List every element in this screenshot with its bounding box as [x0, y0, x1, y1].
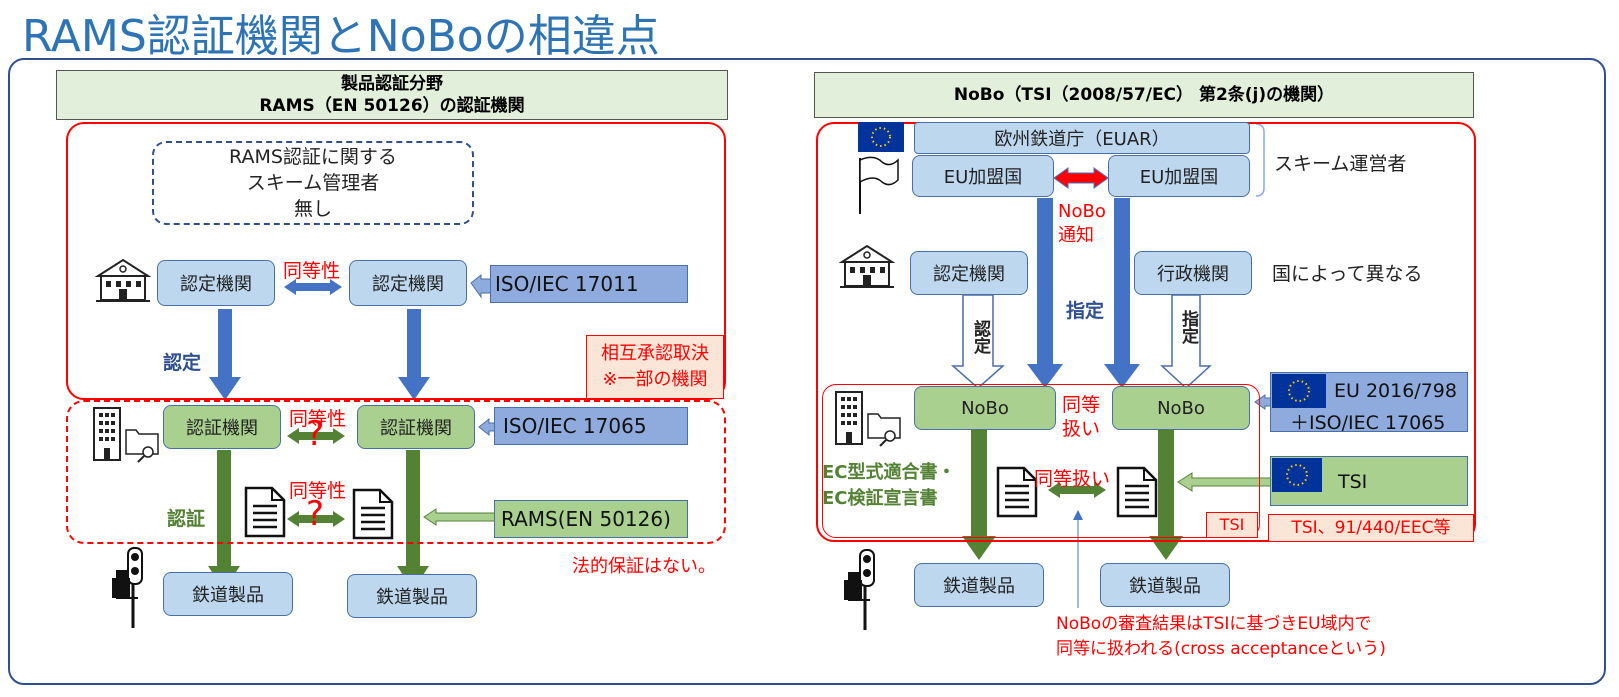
tsi-directive-badge: TSI、91/440/EEC等: [1268, 514, 1474, 542]
eu-flag-icon-2: [1272, 374, 1326, 408]
nobo-notify-arrow-a: [1027, 198, 1063, 388]
question-mark-2: ?: [306, 494, 325, 534]
scheme-line3: 無し: [293, 198, 332, 220]
left-header: 製品認証分野 RAMS（EN 50126）の認証機関: [56, 70, 728, 120]
scheme-line1: RAMS認証に関する: [229, 146, 397, 168]
cross-acceptance-note: NoBoの審査結果はTSIに基づきEU域内で 同等に扱われる(cross acc…: [1056, 612, 1386, 662]
eu-std-line2: ＋ISO/IEC 17065: [1290, 412, 1446, 434]
nobo-notice-line2: 通知: [1058, 225, 1094, 246]
equivalence-label-1: 同等性: [283, 260, 341, 282]
left-equiv-arrow-3: [287, 511, 345, 527]
document-icon-c: [996, 466, 1038, 518]
railway-product-c: 鉄道製品: [914, 563, 1044, 607]
accred-hollow-arrow: [951, 294, 1005, 389]
equivalence-label-3: 同等性: [289, 480, 347, 502]
ec-cert-line1: EC型式適合書・: [822, 462, 956, 483]
railway-product-b: 鉄道製品: [347, 574, 477, 618]
equal-treat-label: 同等扱い: [1034, 468, 1111, 490]
nobo-b: NoBo: [1112, 386, 1250, 430]
designation-label: 指定: [1066, 300, 1105, 322]
euar-box: 欧州鉄道庁（EUAR）: [914, 122, 1250, 154]
left-header-line1: 製品認証分野: [341, 74, 443, 94]
administrative-body: 行政機関: [1134, 251, 1252, 295]
railway-signal-icon-right: [844, 549, 875, 630]
nobo-notify-arrow-b: [1104, 198, 1140, 388]
office-building-icon: [93, 407, 159, 463]
white-flag-icon: [859, 156, 899, 214]
left-equiv-arrow-2: [287, 428, 345, 444]
equal-line1: 同等: [1062, 394, 1101, 416]
varies-by-country-label: 国によって異なる: [1272, 263, 1423, 285]
document-icon-b: [352, 488, 394, 540]
tsi-small-badge: TSI: [1206, 512, 1258, 538]
no-legal-guarantee-note: 法的保証はない。: [572, 556, 716, 577]
certification-body-b: 認証機関: [357, 405, 475, 449]
scheme-manager-box: RAMS認証に関する スキーム管理者 無し: [152, 141, 474, 225]
nobo-notification-label: NoBo 通知: [1058, 200, 1106, 248]
equivalence-label-2: 同等性: [289, 408, 347, 430]
document-icon-a: [244, 486, 286, 538]
accreditation-arrow-label: 認定: [970, 320, 990, 354]
desig-hollow-arrow: [1160, 294, 1212, 390]
accreditation-body-a: 認定機関: [157, 260, 275, 306]
scheme-line2: スキーム管理者: [246, 172, 380, 194]
outer-frame: [8, 58, 1606, 685]
accreditation-body-b: 認定機関: [349, 260, 467, 306]
member-state-b: EU加盟国: [1108, 155, 1250, 197]
rams-standard-box: RAMS(EN 50126): [494, 500, 688, 538]
left-accreditation-arrow-b: [398, 309, 430, 400]
nobo-a: NoBo: [914, 386, 1056, 430]
ec-certificate-label: EC型式適合書・ EC検証宣言書: [822, 460, 956, 512]
mutual-line2: ※一部の機関: [602, 369, 708, 390]
document-icon-d: [1116, 466, 1158, 518]
equal-treatment-label: 同等 扱い: [1062, 393, 1100, 441]
eu-flag-icon: [858, 122, 904, 152]
mutual-line1: 相互承認取決: [601, 343, 709, 364]
scheme-operator-label: スキーム運営者: [1274, 153, 1407, 175]
left-equiv-arrow-1: [284, 279, 342, 295]
right-equiv-arrow: [1048, 482, 1106, 498]
left-header-line2: RAMS（EN 50126）の認証機関: [259, 96, 525, 116]
office-building-icon-right: [835, 391, 901, 447]
railway-signal-icon: [112, 547, 143, 628]
certification-label: 認証: [167, 508, 206, 530]
right-cert-arrow-a: [962, 430, 996, 560]
left-accreditation-arrow-a: [209, 309, 241, 400]
note-line2: 同等に扱われる(cross acceptanceという): [1056, 639, 1386, 659]
right-cert-arrow-b: [1149, 430, 1183, 560]
accreditation-building-icon-right: [838, 244, 896, 288]
railway-product-d: 鉄道製品: [1100, 563, 1230, 607]
member-state-a: EU加盟国: [912, 155, 1054, 197]
eu-flag-icon-3: [1272, 458, 1322, 492]
nobo-inner-region: [822, 384, 1260, 538]
accreditation-body-right: 認定機関: [910, 251, 1028, 295]
nobo-notice-line1: NoBo: [1058, 201, 1106, 222]
accreditation-building-icon: [94, 258, 152, 302]
note-line1: NoBoの審査結果はTSIに基づきEU域内で: [1056, 614, 1372, 634]
iso-17065-box: ISO/IEC 17065: [494, 407, 688, 445]
accreditation-label: 認定: [163, 352, 202, 374]
mutual-recognition-box: 相互承認取決 ※一部の機関: [586, 335, 724, 399]
equal-line2: 扱い: [1062, 418, 1101, 440]
tsi-label: TSI: [1338, 471, 1368, 493]
note-pointer-head: [1073, 510, 1083, 520]
eu-std-line1: EU 2016/798: [1334, 380, 1457, 402]
scheme-bracket: [1255, 123, 1265, 197]
right-header: NoBo（TSI（2008/57/EC） 第2条(j)の機関）: [814, 72, 1474, 118]
designation-arrow-label: 指定: [1178, 310, 1198, 344]
page-title: RAMS認証機関とNoBoの相違点: [22, 11, 660, 62]
accreditation-region: [66, 122, 726, 400]
iso-17011-box: ISO/IEC 17011: [490, 265, 688, 303]
question-mark-1: ?: [306, 414, 325, 454]
ec-cert-line2: EC検証宣言書: [822, 488, 938, 509]
certification-body-a: 認証機関: [163, 405, 281, 449]
railway-product-a: 鉄道製品: [163, 572, 293, 616]
certification-region: [66, 400, 726, 544]
